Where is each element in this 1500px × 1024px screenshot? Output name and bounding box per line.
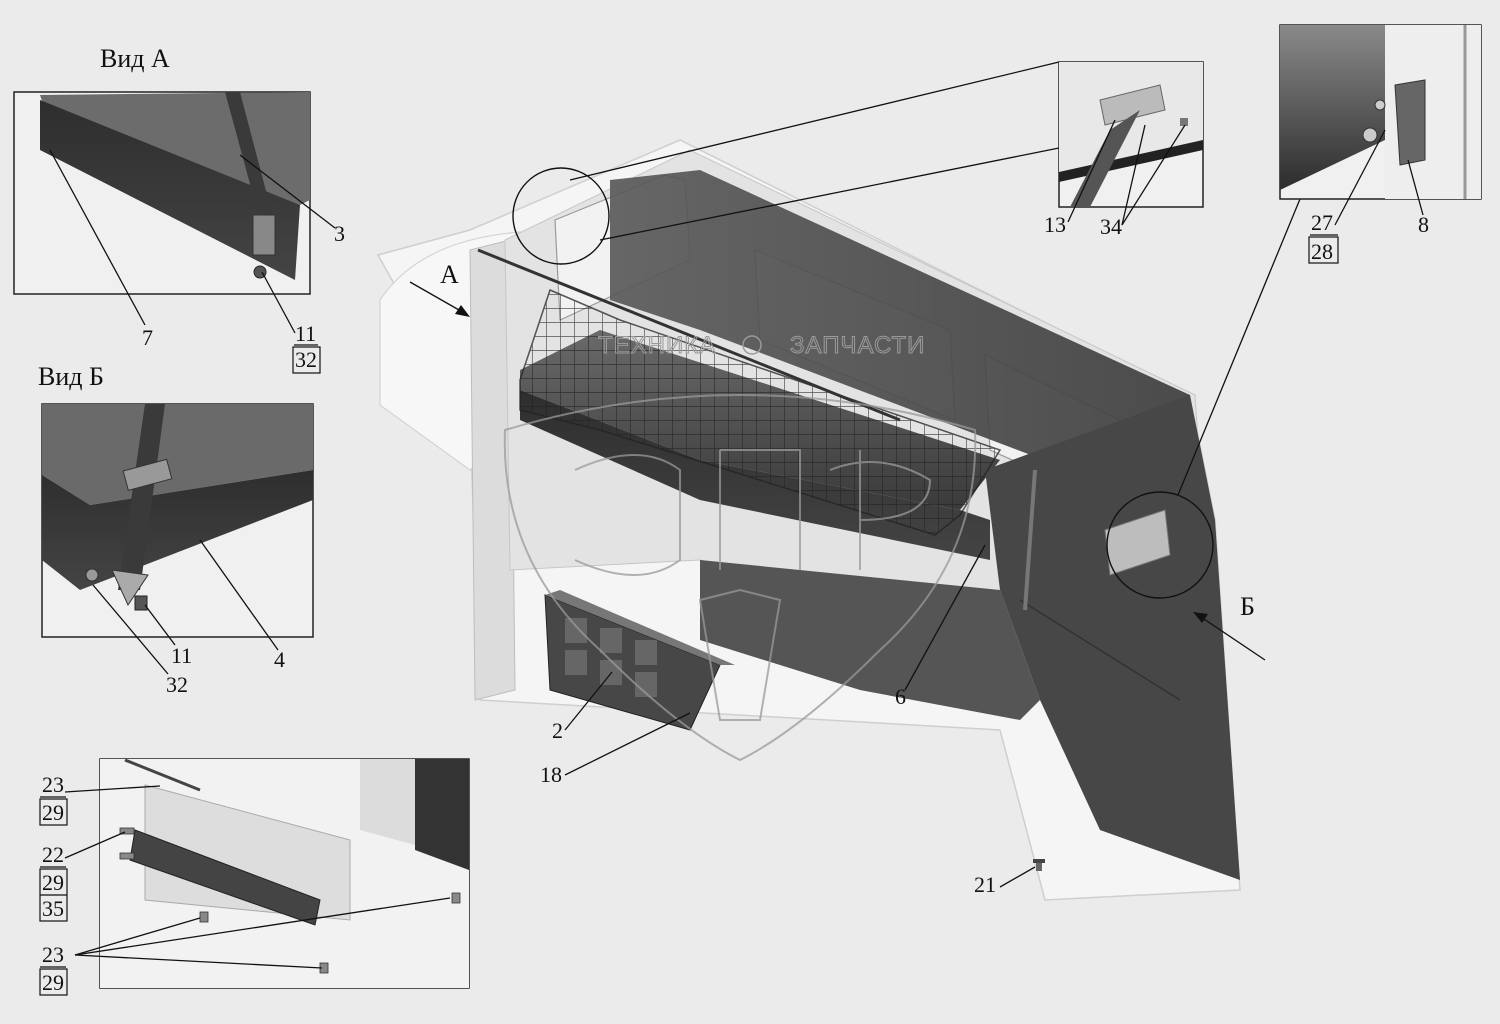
view-b-frame: [41, 403, 314, 638]
view-a-strap: [225, 92, 275, 228]
view-b-shelf-front: [42, 470, 313, 590]
connector-top-detail: [569, 61, 1060, 181]
callout-35: 35: [42, 896, 64, 921]
callout-21: 21: [974, 872, 996, 897]
callout-34: 34: [1100, 214, 1122, 239]
callout-11b: 11: [171, 643, 192, 668]
view-arrow-a: А: [409, 260, 470, 317]
view-a-frame: [13, 91, 311, 295]
view-b-shelf-top: [42, 404, 313, 505]
bolt-21-icon: [1033, 859, 1045, 871]
watermark-emblem: [503, 394, 977, 762]
callout-2: 2: [552, 718, 563, 743]
callout-4: 4: [274, 647, 285, 672]
storage-box-lid: [545, 590, 735, 665]
detail-bottom-frame: [99, 758, 470, 989]
detail-b-frame: [1279, 24, 1482, 200]
callout-32b: 32: [166, 672, 188, 697]
view-a-title: Вид А: [100, 44, 170, 73]
connector-top-detail-2: [599, 147, 1060, 241]
right-strap: [1023, 469, 1037, 611]
callout-29a: 29: [42, 800, 64, 825]
callout-27: 27: [1311, 210, 1333, 235]
callout-32a: 32: [295, 347, 317, 372]
view-b-bolt: [134, 595, 148, 611]
view-arrow-b-label: Б: [1240, 592, 1255, 621]
callout-23a: 23: [42, 772, 64, 797]
watermark-text: ТЕХНИКА ЗАПЧАСТИ: [598, 332, 925, 360]
leader-lines: [49, 119, 1424, 969]
shelf-safety-net: [519, 288, 1002, 536]
view-b-bolt-head: [85, 568, 99, 582]
view-b-title: Вид Б: [38, 362, 104, 391]
detail-top-frame: [1058, 61, 1204, 208]
detail-bottom-strap: [129, 829, 321, 926]
callout-labels: 3 7 11 32 11 32 4 13 34 27 28 8 2 18 6 2…: [39, 210, 1429, 996]
view-arrow-b: Б: [1193, 592, 1266, 661]
detail-circle-b: [1106, 491, 1214, 599]
callout-8: 8: [1418, 212, 1429, 237]
view-b-buckle: [122, 458, 173, 491]
right-support-bracket: [1104, 509, 1171, 576]
watermark-right: ЗАПЧАСТИ: [790, 332, 925, 359]
net-rod: [477, 248, 901, 422]
view-a-buckle: [252, 214, 276, 256]
watermark-left: ТЕХНИКА: [598, 332, 716, 359]
left-pillar: [469, 239, 516, 701]
right-support-rod: [1019, 599, 1181, 701]
callout-7: 7: [142, 325, 153, 350]
view-a-shelf-front: [40, 100, 300, 280]
upper-shelf-back: [610, 170, 1190, 500]
cab-main-view: ТЕХНИКА ЗАПЧАСТИ: [376, 139, 1241, 901]
detail-circle-top: [512, 167, 610, 265]
connector-b-detail: [1177, 198, 1301, 496]
callout-13: 13: [1044, 212, 1066, 237]
callout-3: 3: [334, 221, 345, 246]
callout-18: 18: [540, 762, 562, 787]
callout-22: 22: [42, 842, 64, 867]
callout-28: 28: [1311, 239, 1333, 264]
callout-29c: 29: [42, 970, 64, 995]
callout-23b: 23: [42, 942, 64, 967]
view-b-eyelet: [111, 569, 149, 607]
callout-6: 6: [895, 684, 906, 709]
berth-side-panel: [985, 395, 1240, 880]
view-b-strap: [118, 404, 165, 590]
view-arrow-a-label: А: [440, 260, 459, 289]
callout-29b: 29: [42, 870, 64, 895]
callout-11a: 11: [295, 321, 316, 346]
